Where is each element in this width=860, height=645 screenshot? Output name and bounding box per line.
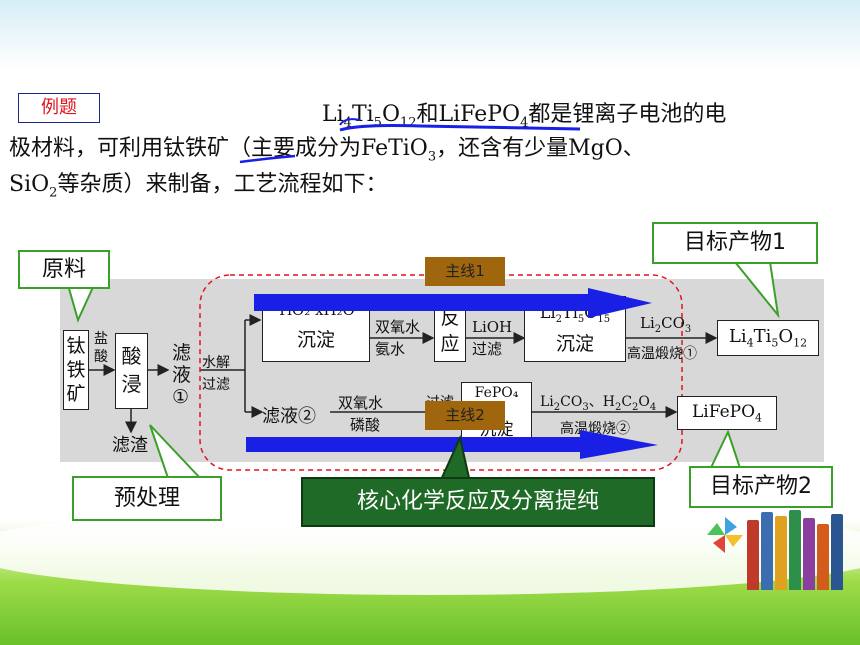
target-product-1-callout: 目标产物1 xyxy=(652,222,818,264)
hydrolysis-label: 水解过滤 xyxy=(202,355,230,393)
raw-material-callout: 原料 xyxy=(18,250,110,289)
main-line-2-arrow xyxy=(246,430,658,459)
calcine2-label: 高温煅烧② xyxy=(560,421,630,437)
pinwheel-icon xyxy=(707,517,743,553)
core-reaction-callout: 核心化学反应及分离提纯 xyxy=(301,477,655,527)
question-line-1: Li4Ti5O12和LiFePO4都是锂离子电池的电 xyxy=(322,102,727,131)
calcine1-label: 高温煅烧① xyxy=(627,346,697,362)
li2co3-label: Li2CO3 xyxy=(640,314,692,335)
li2co3-h2c2o4-label: Li2CO3、H2C2O4 xyxy=(540,394,657,413)
question-line-3: SiO2等杂质）来制备，工艺流程如下： xyxy=(9,172,388,201)
hcl-label: 盐酸 xyxy=(94,331,108,365)
acid-leach-box: 酸浸 xyxy=(115,333,148,409)
books-decoration xyxy=(705,510,855,590)
filtrate2-label: 滤液② xyxy=(262,406,316,427)
li4ti5o12-box: Li4Ti5O12 xyxy=(717,320,819,356)
h2o2-h3po4-label: 双氧水磷酸 xyxy=(338,394,384,434)
lifepo4-box: LiFePO4 xyxy=(677,396,777,430)
h2o2-nh3-label: 双氧水氨水 xyxy=(375,318,421,358)
ilmenite-box: 钛铁矿 xyxy=(63,330,89,410)
main-line-2-label: 主线2 xyxy=(425,401,505,430)
pretreatment-callout: 预处理 xyxy=(72,476,222,521)
residue-label: 滤渣 xyxy=(112,435,148,456)
example-tag: 例题 xyxy=(18,93,100,123)
main-line-1-label: 主线1 xyxy=(425,257,505,286)
question-line-2: 极材料，可利用钛铁矿（主要成分为FeTiO3，还含有少量MgO、 xyxy=(9,136,645,165)
target-product-2-callout: 目标产物2 xyxy=(689,466,833,508)
main-line-1-arrow xyxy=(254,288,652,318)
